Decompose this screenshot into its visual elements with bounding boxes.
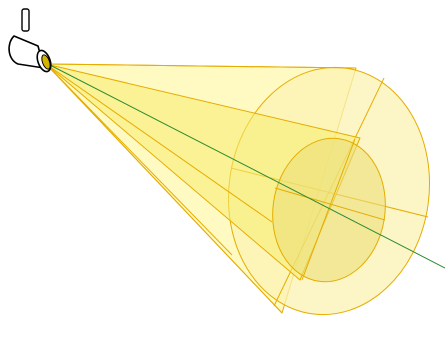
spotlight-lens	[41, 54, 51, 70]
hotspot-cone[interactable]	[45, 63, 394, 314]
cone-edge-inner-mid	[45, 63, 273, 223]
cone-edge-upper	[45, 63, 357, 69]
cone-edge-inner-lower	[45, 63, 233, 256]
spotlight-stem	[21, 8, 30, 32]
beam-axis[interactable]	[47, 63, 445, 269]
hotspot-base-crossline-b	[274, 187, 386, 221]
spotlight-icon[interactable]	[8, 8, 53, 73]
hotspot-base-crossline-a	[301, 138, 356, 281]
cone-edge-lower	[45, 63, 283, 314]
hotspot-cone-base	[272, 137, 386, 283]
